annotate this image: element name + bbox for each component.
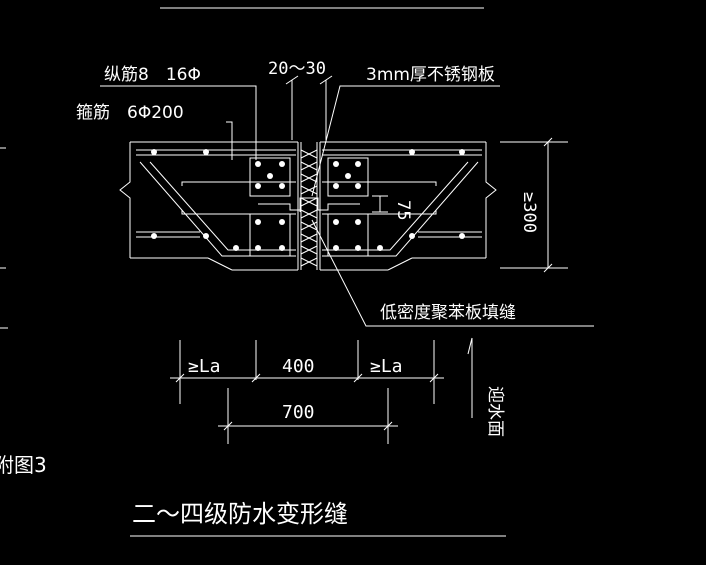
dim-right-la: ≥La [370,356,403,377]
reinforcement-lines [136,149,482,257]
water-face-label: 迎水面 [485,386,505,437]
slab-left [119,141,299,271]
dim-left-la: ≥La [188,356,221,377]
dim-chain-lines [170,340,444,444]
figure-number-label: 附图3 [0,453,47,477]
dim-center-400: 400 [282,356,315,377]
joint-foam-fill [300,142,318,270]
linework [0,7,594,537]
dim-75-lines [372,195,388,213]
dim-300-label: ≥300 [519,192,539,233]
leaders-top [100,75,500,197]
foam-fill-label: 低密度聚苯板填缝 [380,303,516,323]
dim-total-700: 700 [282,402,315,423]
rebar-dots [151,149,465,251]
dim-300-lines [500,137,568,273]
steel-plate-label: 3mm厚不锈钢板 [366,65,495,85]
stirrup-label: 箍筋 6Φ200 [76,103,184,123]
dim-75-label: 75 [393,200,413,220]
gap-width-label: 20～30 [268,59,326,79]
steel-plate [258,197,360,212]
left-border-ticks [0,147,8,329]
foam-leader [311,219,594,327]
water-face-arrow [467,337,473,418]
longitudinal-rebar-label: 纵筋8 16Φ [104,65,201,85]
drawing-title: 二～四级防水变形缝 [132,500,348,528]
